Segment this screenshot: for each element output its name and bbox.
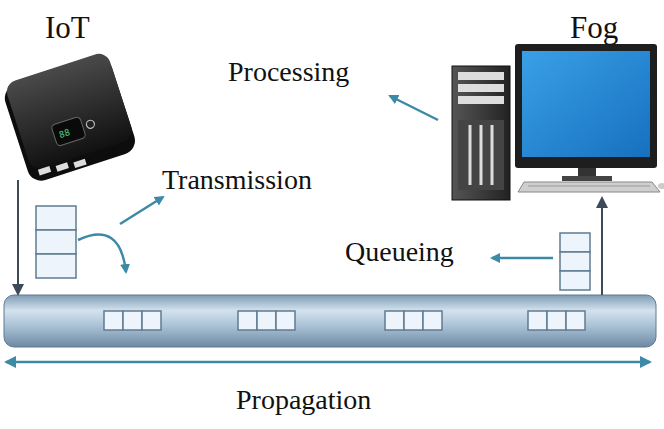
network-link [4,295,656,347]
span-arrow [6,361,650,364]
curved-arrow [78,234,126,272]
stage-label: Transmission [162,164,312,196]
leader-arrow [492,257,553,260]
leader-arrow [120,197,163,224]
fog-computer [452,44,664,200]
flow-arrow [17,180,19,294]
stage-label: Propagation [236,384,371,416]
node-heading: Fog [570,10,618,46]
device-node: Fog [445,4,664,200]
stage-label: Queueing [345,236,454,268]
node-heading: IoT [45,10,90,46]
packet-stack [36,206,590,290]
svg-text:88: 88 [58,127,71,140]
device-node: IoT [0,4,140,194]
leader-arrow [390,96,438,120]
flow-arrow [601,198,603,295]
packets [104,311,585,330]
iot-device: 88 [0,51,139,185]
stage-label: Processing [228,56,349,88]
